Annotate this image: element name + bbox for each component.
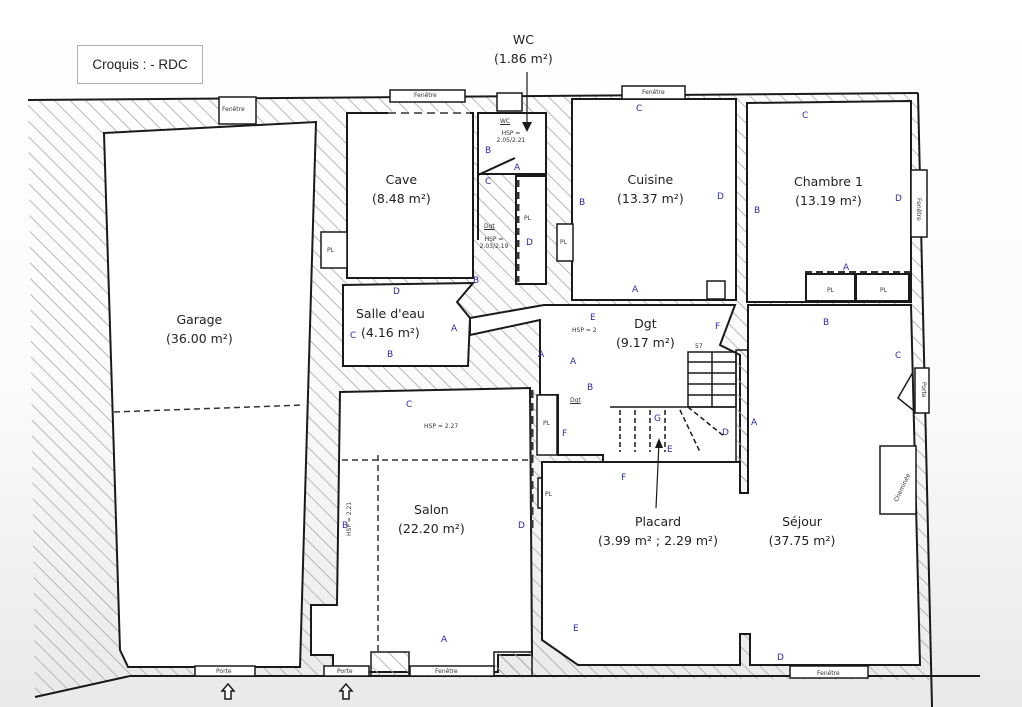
wall-letter: C	[350, 331, 357, 341]
wc-small-label: WC	[500, 118, 511, 125]
wall-letter: A	[538, 350, 545, 360]
wall-letter: C	[802, 111, 809, 121]
dgt-small-label-2: Dgt	[570, 397, 581, 404]
wall-letter: B	[387, 350, 394, 360]
wall-letter: B	[579, 198, 586, 208]
wall-letter: E	[590, 313, 596, 323]
wall-letter: A	[451, 324, 458, 334]
wall-letter: A	[632, 285, 639, 295]
plan-title: Croquis : - RDC	[77, 45, 203, 84]
dgt-small-label: Dgt	[484, 223, 495, 230]
room-name: Garage	[176, 312, 223, 327]
wall-letter: D	[777, 653, 784, 663]
wall-letter: D	[518, 521, 525, 531]
room-name: Salle d'eau	[356, 306, 425, 321]
wall-letter: B	[587, 383, 594, 393]
room-label-placard: Placard (3.99 m² ; 2.29 m²)	[576, 509, 740, 553]
pl-label: PL	[545, 491, 552, 498]
room-area: (4.16 m²)	[361, 325, 420, 340]
wall-letter: D	[393, 287, 400, 297]
wall-letter: A	[441, 635, 448, 645]
room-name: Cave	[385, 172, 418, 187]
door-label: Porte	[216, 668, 232, 675]
room-area: (13.19 m²)	[795, 193, 862, 208]
wall-letter: E	[573, 624, 579, 634]
hsp-dgt: HSP = 2	[572, 327, 597, 334]
window-label: Fenêtre	[435, 668, 458, 675]
wall-letter: G	[654, 414, 661, 424]
wall-letter: A	[570, 357, 577, 367]
room-label-dgt: Dgt (9.17 m²)	[616, 314, 675, 352]
pl-label: PL	[524, 215, 531, 222]
room-label-cuisine: Cuisine (13.37 m²)	[617, 170, 684, 208]
pl-label: PL	[543, 420, 550, 427]
wall-letter: C	[636, 104, 643, 114]
room-name: Cuisine	[627, 172, 674, 187]
pl-label: PL	[560, 239, 567, 246]
wall-letter: F	[621, 473, 627, 483]
room-area: (3.99 m² ; 2.29 m²)	[598, 533, 718, 548]
wall-letter: A	[514, 163, 521, 173]
room-label-sejour: Séjour (37.75 m²)	[752, 509, 852, 553]
wall-letter: E	[667, 445, 673, 455]
wall-letter: A	[843, 263, 850, 273]
room-area: (36.00 m²)	[166, 331, 233, 346]
pl-label: PL	[880, 287, 887, 294]
door-label: Porte	[337, 668, 353, 675]
room-label-cave: Cave (8.48 m²)	[372, 170, 431, 208]
room-area: (9.17 m²)	[616, 335, 675, 350]
wall-letter: B	[754, 206, 761, 216]
room-label-chambre-1: Chambre 1 (13.19 m²)	[794, 172, 863, 210]
wall-letter: B	[342, 521, 349, 531]
room-garage	[102, 120, 318, 668]
room-area: (37.75 m²)	[768, 533, 836, 548]
wall-letter: A	[751, 418, 758, 428]
room-label-salon: Salon (22.20 m²)	[392, 497, 471, 541]
room-name: Dgt	[634, 316, 657, 331]
pl-label: PL	[827, 287, 834, 294]
room-area: (1.86 m²)	[494, 51, 553, 66]
wall-letter: D	[526, 238, 533, 248]
step-number: 57	[695, 343, 703, 350]
pl-label: PL	[327, 247, 334, 254]
room-name: Salon	[414, 502, 449, 517]
wall-letter: C	[485, 177, 492, 187]
wall-letter: D	[722, 428, 729, 438]
wall-letter: B	[485, 146, 492, 156]
wall-letter: B	[473, 276, 480, 286]
staircase	[610, 351, 737, 453]
wall-letter: B	[823, 318, 830, 328]
room-name: Chambre 1	[794, 174, 863, 189]
window-label: Fenêtre	[642, 89, 665, 96]
room-name: WC	[512, 32, 534, 47]
room-area: (22.20 m²)	[398, 521, 465, 536]
room-label-garage: Garage (36.00 m²)	[166, 310, 233, 348]
room-sejour	[541, 304, 922, 666]
hsp-dgt-small: HSP = 2.03/2.19	[479, 236, 509, 250]
room-area: (13.37 m²)	[617, 191, 684, 206]
room-label-wc: WC (1.86 m²)	[494, 30, 553, 68]
hsp-wc: HSP = 2.05/2.21	[496, 130, 526, 144]
room-area: (8.48 m²)	[372, 191, 431, 206]
window-label: Fenêtre	[222, 106, 245, 113]
room-wc	[477, 112, 547, 175]
room-chambre-1	[746, 99, 912, 303]
window-label: Fenêtre	[414, 92, 437, 99]
wall-letter: D	[717, 192, 724, 202]
wall-letter: C	[895, 351, 902, 361]
hsp-salon: HSP = 2.27	[424, 423, 459, 430]
room-label-salle-deau: Salle d'eau (4.16 m²)	[356, 304, 425, 342]
entry-arrow-icon	[338, 682, 354, 700]
door-label: Porte	[920, 382, 927, 398]
wall-letter: F	[715, 322, 721, 332]
window-label: Fenêtre	[915, 198, 922, 221]
wall-letter: C	[406, 400, 413, 410]
wall-letter: D	[895, 194, 902, 204]
entry-arrow-icon	[220, 682, 236, 700]
room-name: Séjour	[782, 514, 822, 529]
room-name: Placard	[634, 514, 682, 529]
window-label: Fenêtre	[817, 670, 840, 677]
wall-letter: F	[562, 429, 568, 439]
